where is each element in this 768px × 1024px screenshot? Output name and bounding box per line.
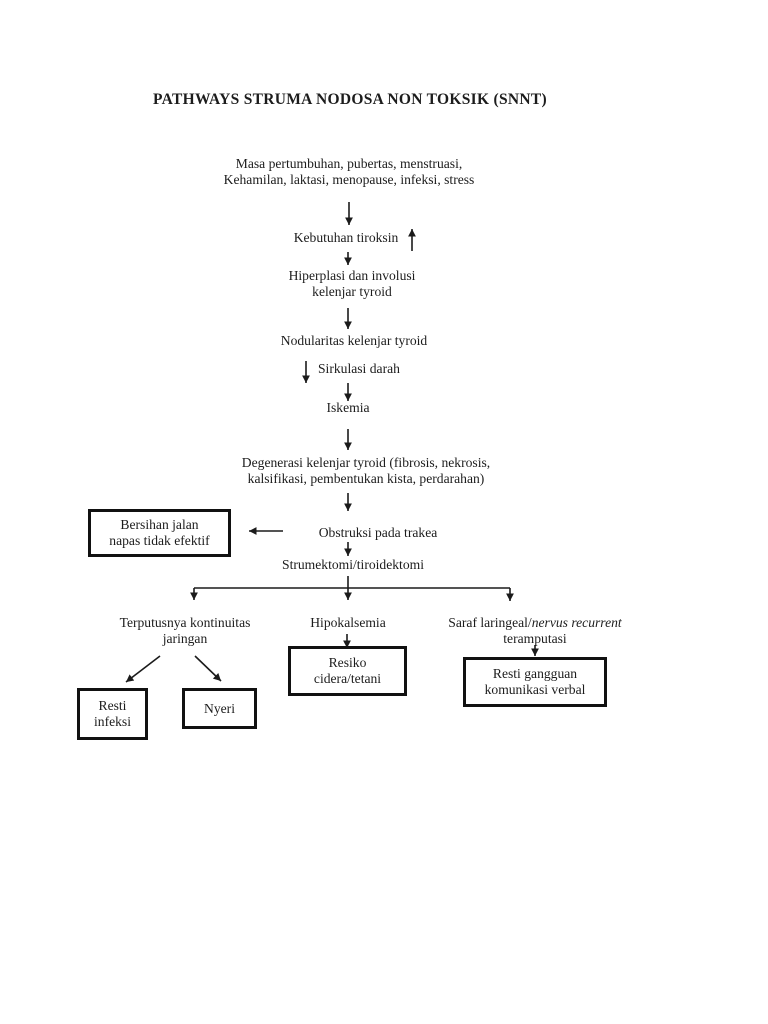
diagnosis-box-resiko-cidera: Resiko cidera/tetani <box>288 646 407 696</box>
node-saraf-line1-normal: Saraf laringeal/ <box>448 615 532 630</box>
node-hipokalsemia-label: Hipokalsemia <box>310 615 386 630</box>
arrow-terputusnya-to-nyeri <box>194 655 222 682</box>
node-saraf-line1: Saraf laringeal/nervus recurrent <box>448 615 621 631</box>
node-masa-pertumbuhan: Masa pertumbuhan, pubertas, menstruasi, … <box>224 156 475 187</box>
diagnosis-box-resti-gangguan-komunikasi: Resti gangguan komunikasi verbal <box>463 657 607 707</box>
node-nodularitas: Nodularitas kelenjar tyroid <box>281 333 427 349</box>
node-degenerasi-line2: kalsifikasi, pembentukan kista, perdarah… <box>247 470 485 486</box>
node-hiperplasi-line1: Hiperplasi dan involusi <box>288 268 416 283</box>
node-sirkulasi-darah: Sirkulasi darah <box>318 361 400 377</box>
node-strumektomi-label: Strumektomi/tiroidektomi <box>282 557 424 572</box>
node-hiperplasi-line2: kelenjar tyroid <box>312 283 392 299</box>
box-nyeri-label: Nyeri <box>204 700 235 716</box>
node-obstruksi-trakea: Obstruksi pada trakea <box>319 525 438 541</box>
node-saraf-line2: teramputasi <box>503 630 567 646</box>
node-terputusnya-kontinuitas: Terputusnya kontinuitas jaringan <box>120 615 251 646</box>
node-hiperplasi: Hiperplasi dan involusi kelenjar tyroid <box>289 268 416 299</box>
box-resti-infeksi-line1: Resti <box>98 698 127 714</box>
node-degenerasi: Degenerasi kelenjar tyroid (fibrosis, ne… <box>242 455 490 486</box>
node-degenerasi-line1: Degenerasi kelenjar tyroid (fibrosis, ne… <box>241 455 491 470</box>
box-bersihan-line1: Bersihan jalan <box>120 517 199 533</box>
node-kebutuhan-tiroksin: Kebutuhan tiroksin <box>294 230 399 246</box>
box-resti-gangguan-line1: Resti gangguan <box>492 666 578 682</box>
box-bersihan-line2: napas tidak efektif <box>109 533 210 548</box>
node-saraf-line1-italic: nervus recurrent <box>531 615 622 630</box>
box-resti-gangguan-line2: komunikasi verbal <box>484 682 586 697</box>
node-kebutuhan-label: Kebutuhan tiroksin <box>293 230 399 245</box>
node-strumektomi: Strumektomi/tiroidektomi <box>282 557 424 573</box>
page-title: PATHWAYS STRUMA NODOSA NON TOKSIK (SNNT) <box>153 91 547 108</box>
node-saraf-laringeal: Saraf laringeal/nervus recurrent terampu… <box>448 615 621 646</box>
box-resiko-line2: cidera/tetani <box>313 671 382 686</box>
box-resti-infeksi-line2: infeksi <box>94 714 131 729</box>
node-iskemia: Iskemia <box>326 400 369 416</box>
node-hipokalsemia: Hipokalsemia <box>310 615 386 631</box>
diagnosis-box-nyeri: Nyeri <box>182 688 257 729</box>
node-terputusnya-line1: Terputusnya kontinuitas <box>119 615 251 630</box>
node-masa-line1: Masa pertumbuhan, pubertas, menstruasi, <box>235 156 463 171</box>
diagnosis-box-resti-infeksi: Resti infeksi <box>77 688 148 740</box>
node-masa-line2: Kehamilan, laktasi, menopause, infeksi, … <box>223 171 475 187</box>
node-obstruksi-label: Obstruksi pada trakea <box>318 525 438 540</box>
node-iskemia-label: Iskemia <box>326 400 370 415</box>
node-sirkulasi-label: Sirkulasi darah <box>318 361 400 376</box>
box-resiko-line1: Resiko <box>328 655 367 671</box>
arrow-terputusnya-to-resti-infeksi <box>125 655 161 683</box>
diagnosis-box-bersihan-jalan-napas: Bersihan jalan napas tidak efektif <box>88 509 231 557</box>
node-terputusnya-line2: jaringan <box>162 630 208 646</box>
node-nodularitas-label: Nodularitas kelenjar tyroid <box>280 333 428 348</box>
